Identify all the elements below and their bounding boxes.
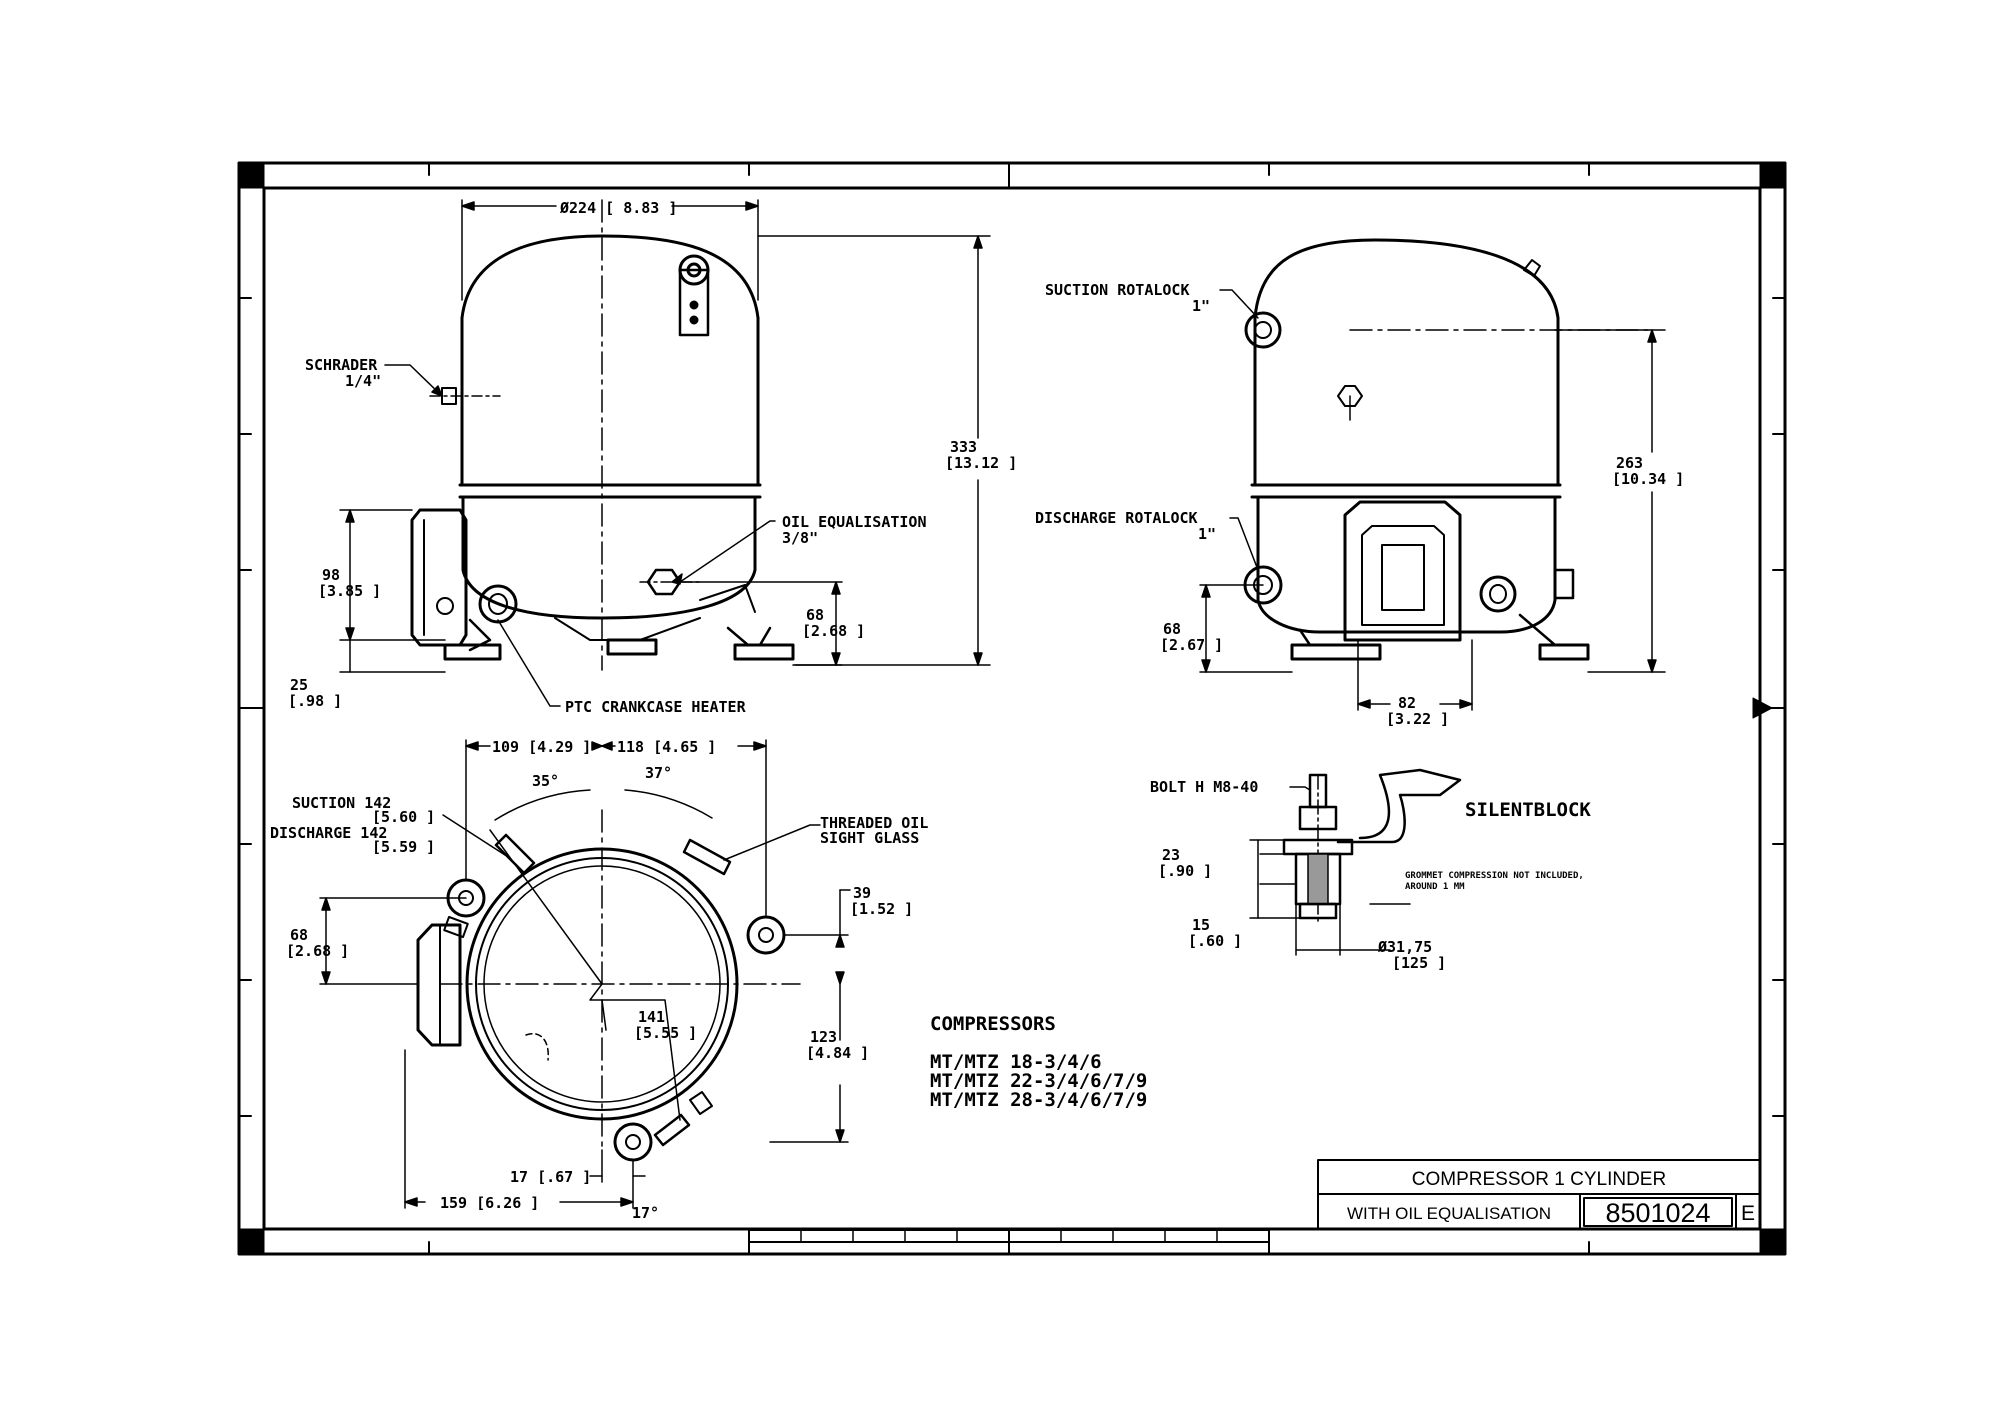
label-r141-in: [5.55 ] — [634, 1024, 697, 1042]
label-h98-in: [3.85 ] — [318, 582, 381, 600]
label-oil-eq-size: 3/8" — [782, 529, 818, 547]
drawing-subtitle: WITH OIL EQUALISATION — [1347, 1204, 1551, 1223]
label-grommet-1: GROMMET COMPRESSION NOT INCLUDED, — [1405, 871, 1584, 881]
label-h333: 333 — [950, 438, 977, 456]
label-d3175-in: [125 ] — [1392, 954, 1446, 972]
compressor-model: MT/MTZ 18-3/4/6 — [930, 1051, 1102, 1073]
label-h333-in: [13.12 ] — [945, 454, 1017, 472]
label-threaded-oil: THREADED OIL — [820, 814, 928, 832]
title-block-text: COMPRESSOR 1 CYLINDER WITH OIL EQUALISAT… — [1347, 1169, 1755, 1228]
label-w82: 82 — [1398, 694, 1416, 712]
label-h68b: 68 — [1163, 620, 1181, 638]
label-discharge142-in: [5.59 ] — [372, 838, 435, 856]
drawing-title: COMPRESSOR 1 CYLINDER — [1412, 1169, 1666, 1190]
label-h15-in: [.60 ] — [1188, 932, 1242, 950]
drawing-number: 8501024 — [1605, 1198, 1710, 1228]
title-block — [1317, 1159, 1761, 1230]
label-h23-in: [.90 ] — [1158, 862, 1212, 880]
label-discharge-rot-size: 1" — [1198, 525, 1216, 543]
label-h68a-in: [2.68 ] — [802, 622, 865, 640]
label-h39: 39 — [853, 884, 871, 902]
label-h68c-in: [2.68 ] — [286, 942, 349, 960]
label-suction-rot: SUCTION ROTALOCK — [1045, 281, 1190, 299]
label-h23: 23 — [1162, 846, 1180, 864]
label-bolt: BOLT H M8-40 — [1150, 778, 1258, 796]
label-discharge-rot: DISCHARGE ROTALOCK — [1035, 509, 1198, 527]
drawing-revision: E — [1741, 1202, 1755, 1225]
label-ang37: 37° — [645, 764, 672, 782]
top-view — [416, 809, 801, 1162]
label-ptc: PTC CRANKCASE HEATER — [565, 698, 747, 716]
compressor-model: MT/MTZ 22-3/4/6/7/9 — [930, 1070, 1147, 1092]
label-w109: 109 [4.29 ] — [492, 738, 591, 756]
label-h123-in: [4.84 ] — [806, 1044, 869, 1062]
silentblock-detail — [1259, 768, 1462, 926]
label-discharge142: DISCHARGE 142 — [270, 824, 387, 842]
drawing-frame — [237, 161, 1787, 1256]
front-view-dimensions — [339, 199, 991, 707]
label-grommet-2: AROUND 1 MM — [1405, 882, 1465, 892]
label-h25: 25 — [290, 676, 308, 694]
label-h68c: 68 — [290, 926, 308, 944]
label-h263: 263 — [1616, 454, 1643, 472]
label-suction142-in: [5.60 ] — [372, 808, 435, 826]
label-h39-in: [1.52 ] — [850, 900, 913, 918]
label-silentblock: SILENTBLOCK — [1465, 799, 1591, 821]
label-h68b-in: [2.67 ] — [1160, 636, 1223, 654]
label-schrader-size: 1/4" — [345, 372, 381, 390]
compressors-title: COMPRESSORS — [930, 1013, 1056, 1035]
label-suction142: SUCTION 142 — [292, 794, 391, 812]
label-h123: 123 — [810, 1028, 837, 1046]
side-view — [1243, 238, 1651, 661]
label-h263-in: [10.34 ] — [1612, 470, 1684, 488]
label-h15: 15 — [1192, 916, 1210, 934]
label-suction-rot-size: 1" — [1192, 297, 1210, 315]
label-h98: 98 — [322, 566, 340, 584]
label-schrader: SCHRADER — [305, 356, 378, 374]
side-view-dimensions — [1199, 289, 1666, 711]
label-w118: 118 [4.65 ] — [617, 738, 716, 756]
front-view — [410, 199, 795, 671]
label-sight-glass: SIGHT GLASS — [820, 829, 919, 847]
silentblock-dimensions — [1249, 786, 1391, 956]
label-h25-in: [.98 ] — [288, 692, 342, 710]
compressor-model-list: COMPRESSORS MT/MTZ 18-3/4/6 MT/MTZ 22-3/… — [930, 1013, 1147, 1111]
label-d3175: Ø31,75 — [1377, 938, 1432, 956]
label-oil-eq: OIL EQUALISATION — [782, 513, 927, 531]
label-ang17: 17° — [632, 1204, 659, 1222]
label-h68a: 68 — [806, 606, 824, 624]
label-w159: 159 [6.26 ] — [440, 1194, 539, 1212]
label-w17: 17 [.67 ] — [510, 1168, 591, 1186]
label-ang35: 35° — [532, 772, 559, 790]
top-view-dimensions — [319, 739, 851, 1209]
dimension-labels: Ø224 [ 8.83 ] SCHRADER 1/4" 333 [13.12 ]… — [270, 199, 1684, 1222]
label-dia-top: Ø224 [ 8.83 ] — [559, 199, 677, 217]
compressor-model: MT/MTZ 28-3/4/6/7/9 — [930, 1089, 1147, 1111]
label-w82-in: [3.22 ] — [1386, 710, 1449, 728]
label-r141: 141 — [638, 1008, 665, 1026]
